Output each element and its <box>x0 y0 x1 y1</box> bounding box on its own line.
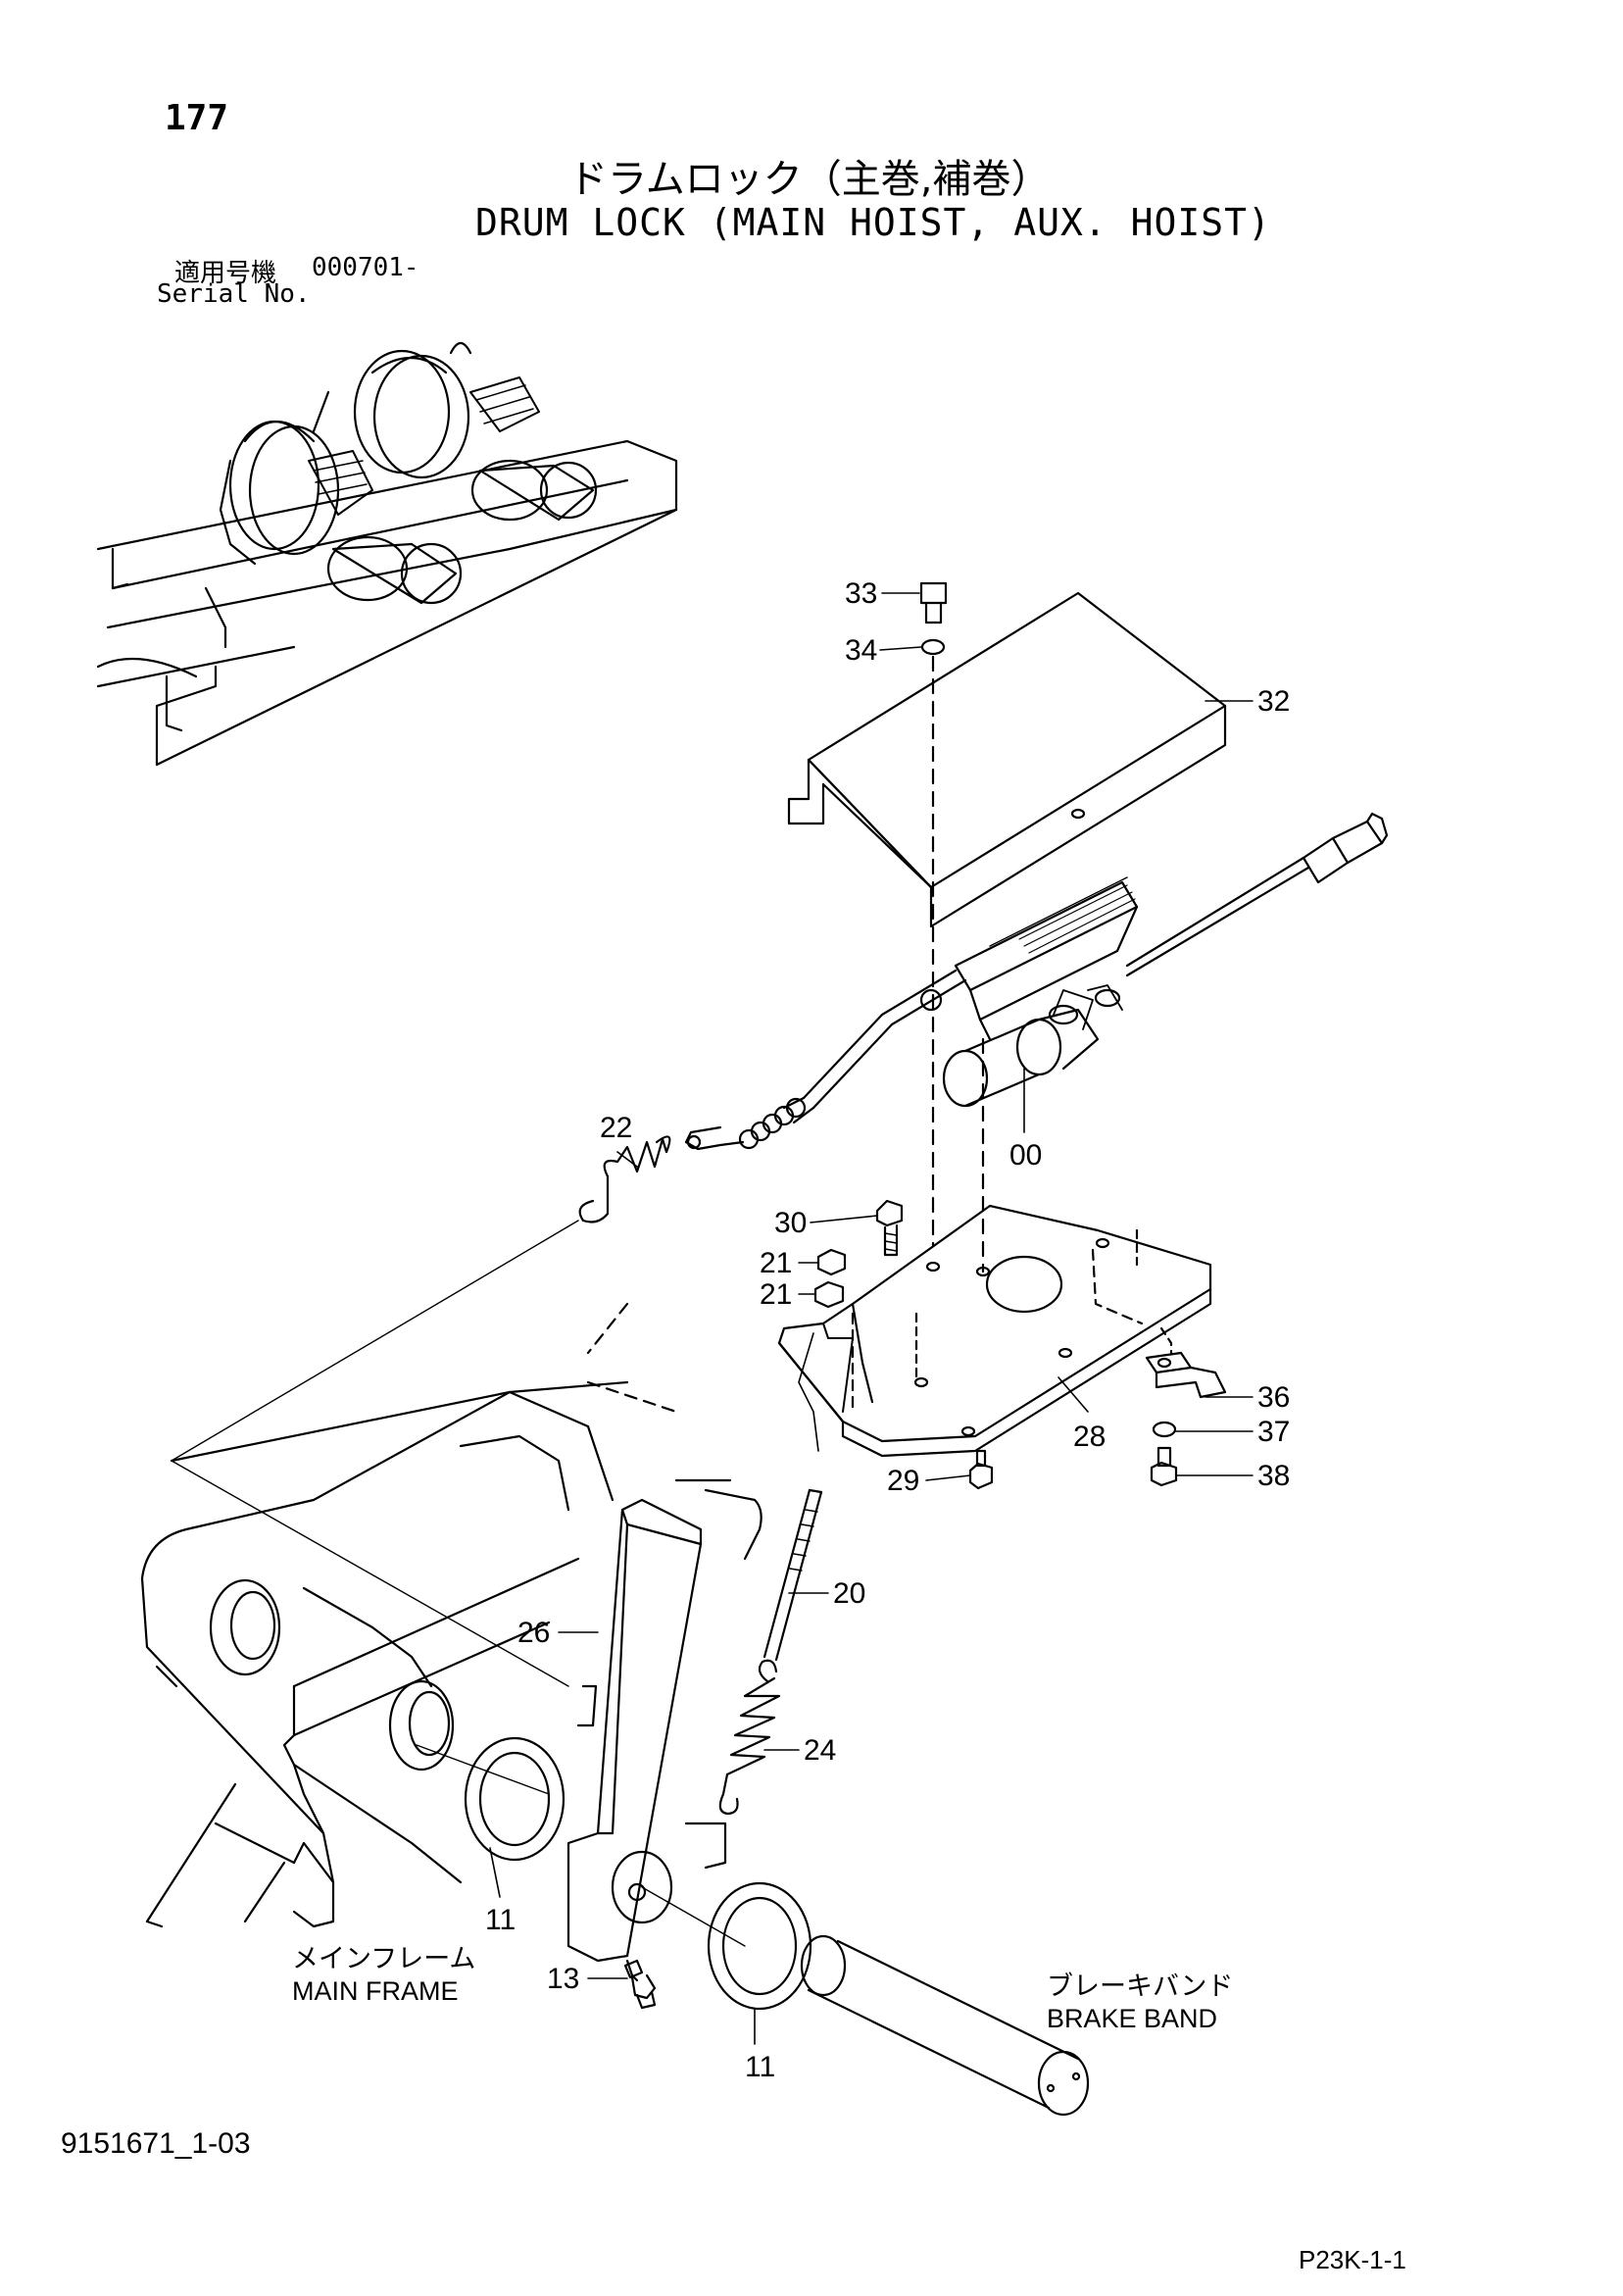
bolt-29 <box>968 1449 994 1490</box>
main-frame <box>140 1220 762 1947</box>
lever-26 <box>566 1498 727 1963</box>
callout-22: 22 <box>600 1112 632 1144</box>
serial-label-english: Serial No. <box>157 279 311 309</box>
actuator-motor-00 <box>684 812 1389 1151</box>
bolt-38 <box>1150 1446 1178 1487</box>
callout-numbers: 33 34 32 00 22 30 21 21 28 29 36 37 38 2… <box>485 577 1290 2083</box>
callout-13: 13 <box>547 1963 579 1995</box>
callout-11-right: 11 <box>745 2051 775 2083</box>
callout-34: 34 <box>845 634 877 667</box>
callout-24: 24 <box>804 1734 836 1767</box>
callout-38: 38 <box>1257 1460 1290 1492</box>
title-japanese: ドラムロック（主巻,補巻） <box>568 157 1051 202</box>
rod-20 <box>762 1332 823 1662</box>
nut-21-lower <box>813 1280 845 1309</box>
brake-band-cylinder <box>800 1934 1090 2117</box>
callout-leaders <box>489 592 1254 2045</box>
washer-37 <box>1152 1421 1177 1438</box>
spring-24 <box>718 1659 781 1816</box>
callout-20: 20 <box>833 1577 865 1610</box>
callout-33: 33 <box>845 577 877 610</box>
brake-band-label-english: BRAKE BAND <box>1047 2004 1217 2033</box>
spring-22 <box>578 1135 671 1223</box>
base-plate-28 <box>777 1037 1212 1458</box>
grease-nipple-13 <box>623 1959 657 2010</box>
callout-00: 00 <box>1009 1139 1042 1172</box>
bolt-30 <box>875 1199 904 1257</box>
callout-11-left: 11 <box>485 1904 516 1936</box>
title-english: DRUM LOCK (MAIN HOIST, AUX. HOIST) <box>475 201 1271 244</box>
bolt-33 <box>919 581 948 624</box>
overview-drum-assembly <box>96 341 678 767</box>
page-number: 177 <box>165 98 229 138</box>
callout-30: 30 <box>774 1207 807 1239</box>
washer-11-right <box>707 1881 812 2011</box>
main-frame-label-japanese: メインフレーム <box>292 1944 475 1973</box>
document-code: 9151671_1-03 <box>61 2127 251 2160</box>
washer-34 <box>920 638 946 656</box>
callout-29: 29 <box>887 1465 919 1497</box>
brake-band-label-japanese: ブレーキバンド <box>1047 1972 1233 2001</box>
clamp-36 <box>1145 1326 1227 1399</box>
serial-code: 000701- <box>312 253 419 282</box>
part-labels: メインフレーム MAIN FRAME ブレーキバンド BRAKE BAND <box>292 1944 1233 2033</box>
callout-26: 26 <box>517 1617 550 1649</box>
main-frame-label-english: MAIN FRAME <box>292 1976 459 2006</box>
page-reference: P23K-1-1 <box>1299 2245 1406 2274</box>
washer-11-left <box>464 1736 566 1862</box>
callout-36: 36 <box>1257 1381 1290 1414</box>
callout-28: 28 <box>1073 1421 1106 1453</box>
nut-21-upper <box>816 1248 847 1276</box>
callout-37: 37 <box>1257 1416 1290 1448</box>
callout-32: 32 <box>1257 685 1290 718</box>
serial-label-japanese: 適用号機 <box>174 259 277 288</box>
callout-21-upper: 21 <box>760 1247 792 1279</box>
cover-bracket-32 <box>787 591 1227 928</box>
callout-21-lower: 21 <box>760 1278 792 1311</box>
